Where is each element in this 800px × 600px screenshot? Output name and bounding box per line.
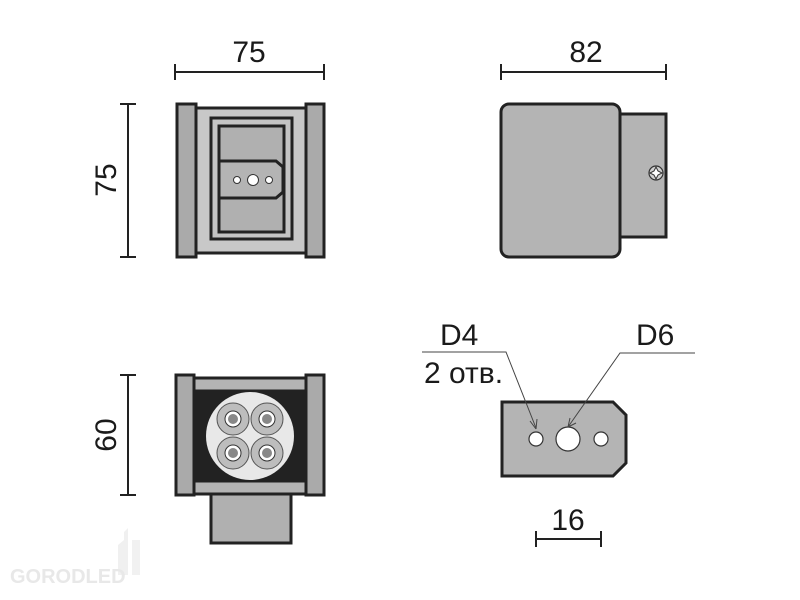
hole-icon <box>265 176 273 184</box>
led-icon <box>216 402 250 436</box>
bottom-height-label: 60 <box>90 418 123 451</box>
hole-icon <box>247 174 259 186</box>
spacing-label: 16 <box>551 504 584 537</box>
led-icon <box>216 436 250 470</box>
led-icon <box>250 436 284 470</box>
d4-label: D4 <box>440 319 478 352</box>
d6-leader-line <box>567 352 695 428</box>
front-width-label: 75 <box>232 36 265 69</box>
front-view: 75 75 <box>90 36 326 259</box>
mount-plate-detail: D4 2 отв. D6 16 <box>422 319 695 547</box>
hole-d6-icon <box>555 426 581 452</box>
screw-icon <box>648 165 664 181</box>
d4-count-label: 2 отв. <box>424 357 503 390</box>
arrow-icon <box>529 418 538 430</box>
left-flange <box>174 373 196 497</box>
hole-d4-icon <box>593 431 609 447</box>
front-height-label: 75 <box>90 163 123 196</box>
left-flange <box>175 102 198 259</box>
bottom-view: 60 <box>90 373 326 545</box>
arrow-icon <box>567 417 577 428</box>
d4-leader-line <box>422 351 537 429</box>
led-icon <box>250 402 284 436</box>
side-view: 82 <box>499 36 668 259</box>
mount-base <box>209 492 293 545</box>
right-flange <box>304 102 326 259</box>
d6-label: D6 <box>636 319 674 352</box>
hole-d4-icon <box>528 431 544 447</box>
top-bar <box>192 376 308 393</box>
side-depth-label: 82 <box>569 36 602 69</box>
bottom-bar <box>192 479 308 496</box>
logo-text: GORODLED <box>10 566 126 588</box>
led-cluster <box>216 402 284 470</box>
right-flange <box>304 373 326 497</box>
housing-body <box>499 102 622 259</box>
lens-disc <box>206 392 294 480</box>
hole-icon <box>233 176 241 184</box>
gorodled-logo: GORODLED <box>10 528 140 588</box>
